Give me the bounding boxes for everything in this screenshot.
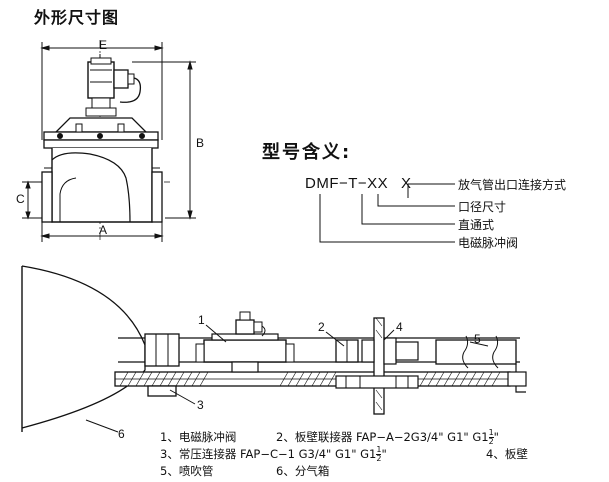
- callout-1: 1: [198, 313, 205, 327]
- leader-5: [469, 341, 489, 347]
- legend-item-2-text: 2、板壁联接器 FAP−A−2G3/4" G1" G1: [276, 430, 489, 444]
- pulse-valve-coil: [235, 319, 255, 335]
- callout-2: 2: [318, 320, 325, 334]
- atmospheric-connector: [144, 333, 180, 367]
- legend-item-3-text: 3、常压连接器 FAP−C−1 G3/4" G1" G1: [160, 447, 377, 461]
- leader-t: [361, 194, 455, 225]
- explanation-bore-size: 口径尺寸: [458, 200, 507, 214]
- outline-dimension-title: 外形尺寸图: [34, 8, 120, 27]
- leader-4: [383, 329, 395, 341]
- leader-3: [169, 389, 196, 405]
- explanation-straight-type: 直通式: [458, 218, 495, 232]
- callout-5: 5: [474, 332, 481, 346]
- leader-dmf: [319, 194, 455, 243]
- solenoid-coil: [87, 61, 115, 99]
- blow-pipe: [435, 339, 517, 365]
- legend-item-6: 6、分气箱: [276, 464, 330, 478]
- callout-3: 3: [197, 398, 204, 412]
- legend-item-5: 5、喷吹管: [160, 464, 214, 478]
- dim-label-b: B: [196, 136, 205, 150]
- callout-4: 4: [396, 320, 403, 334]
- valve-body: [51, 148, 153, 223]
- pulse-valve-body: [203, 339, 287, 363]
- dim-label-e: E: [99, 38, 108, 52]
- model-meaning-title: 型号含义:: [262, 142, 352, 163]
- wall-plate: [373, 317, 385, 415]
- dim-label-a: A: [99, 223, 108, 237]
- legend-item-4: 4、板壁: [486, 447, 528, 461]
- inlet-port: [41, 171, 53, 223]
- outlet-port: [151, 171, 163, 223]
- model-code-suffix: X: [401, 175, 412, 192]
- dim-label-c: C: [16, 192, 25, 206]
- model-code: DMF−T−XX: [305, 175, 389, 192]
- callout-6: 6: [118, 427, 125, 441]
- leader-1: [205, 324, 227, 343]
- leader-6: [85, 419, 119, 433]
- leader-2: [325, 331, 345, 347]
- leader-xx: [377, 194, 455, 207]
- manifold-tank: [21, 265, 146, 429]
- explanation-outlet-connection: 放气管出口连接方式: [458, 178, 567, 192]
- legend-item-1: 1、电磁脉冲阀: [160, 430, 237, 444]
- explanation-solenoid-pulse-valve: 电磁脉冲阀: [458, 236, 519, 250]
